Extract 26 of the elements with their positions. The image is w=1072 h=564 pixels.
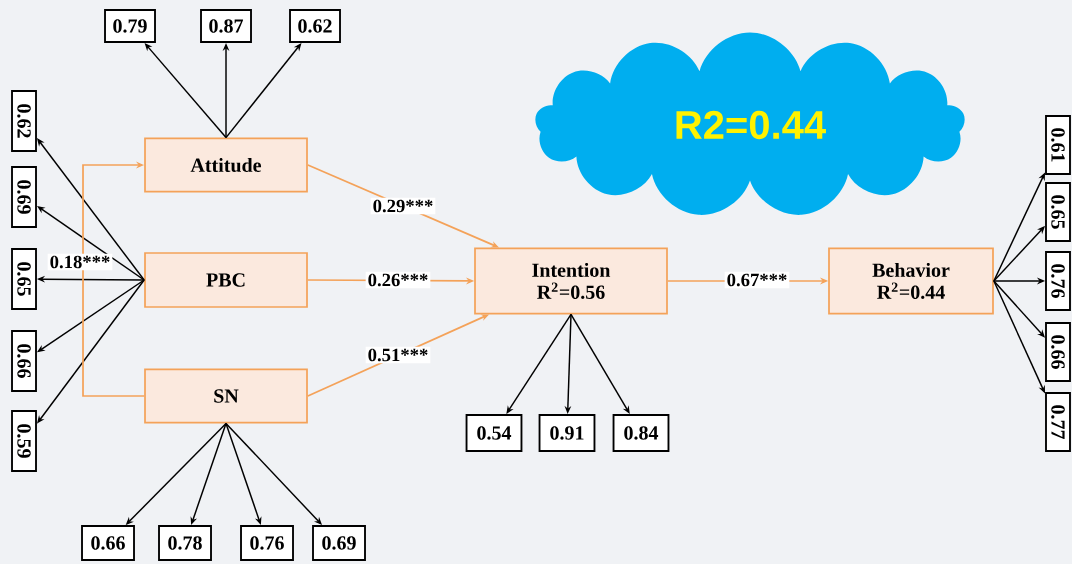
construct-box: Behavior R$^{2}$=0.44 <box>828 247 994 315</box>
indicator-box: 0.66 <box>11 330 37 392</box>
indicator-box: 0.61 <box>1045 115 1071 175</box>
indicator-box: 0.62 <box>11 90 37 152</box>
indicator-box: 0.76 <box>1045 251 1071 311</box>
indicator-box: 0.66 <box>81 525 135 561</box>
indicator-box: 0.54 <box>465 414 523 452</box>
indicator-box: 0.65 <box>1045 182 1071 242</box>
indicator-box: 0.69 <box>11 166 37 228</box>
indicator-box: 0.87 <box>200 9 252 43</box>
indicator-box: 0.84 <box>612 414 670 452</box>
indicator-box: 0.65 <box>11 248 37 310</box>
indicator-box: 0.76 <box>240 525 294 561</box>
indicator-box: 0.66 <box>1045 322 1071 382</box>
construct-box: PBC <box>144 252 308 308</box>
arrow <box>82 161 145 397</box>
indicator-box: 0.59 <box>11 410 37 472</box>
indicator-box: 0.79 <box>104 9 156 43</box>
indicator-box: 0.62 <box>289 9 341 43</box>
indicator-box: 0.69 <box>312 525 366 561</box>
construct-box: Intention R$^{2}$=0.56 <box>474 247 668 315</box>
indicator-box: 0.78 <box>158 525 212 561</box>
indicator-box: 0.91 <box>538 414 596 452</box>
construct-box: SN <box>144 368 308 424</box>
indicator-box: 0.77 <box>1045 392 1071 452</box>
construct-box: Attitude <box>144 137 308 193</box>
